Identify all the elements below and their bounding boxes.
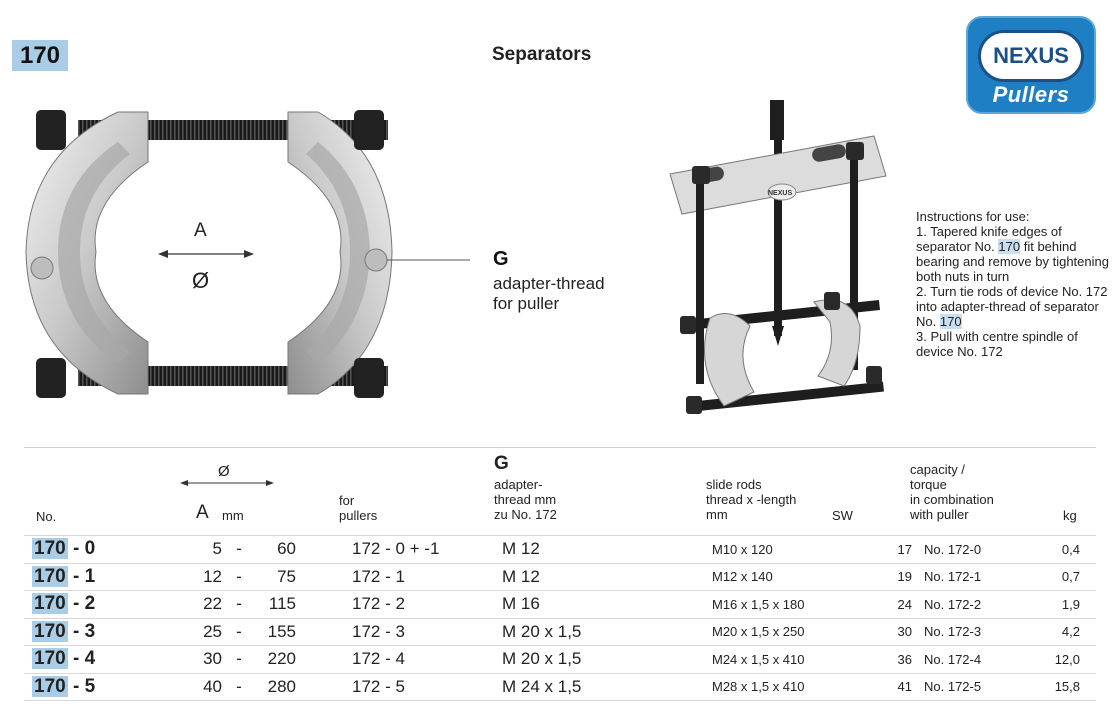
cell-sw: 24 [832,590,924,618]
cell-adapter: M 20 x 1,5 [502,617,712,646]
adapter-hole-right [364,248,388,272]
adapter-g-label: G [493,248,509,270]
cell-no: 170 - 0 [24,535,172,563]
header-capacity: capacity / torque in combination with pu… [910,462,994,522]
cell-adapter: M 24 x 1,5 [502,672,712,701]
cell-slide-rods: M20 x 1,5 x 250 [712,617,832,646]
crossbar-stamp: NEXUS [768,190,792,197]
instruction-step-1: 1. Tapered knife edges of separator No. … [916,224,1109,284]
cell-kg: 12,0 [1034,645,1096,673]
nut-bottom-right [354,358,384,398]
cell-puller: 172 - 1 [352,562,502,591]
header-slide-rods: slide rods thread x -length mm [706,477,797,522]
dimension-a-label: A [194,220,207,241]
page-number-badge: 170 [12,40,68,71]
cell-slide-rods: M16 x 1,5 x 180 [712,590,832,618]
diameter-symbol: Ø [192,268,210,293]
nut-top-left [36,110,66,150]
adapter-desc-line1: adapter-thread [493,274,605,293]
nut-top-right [354,110,384,150]
cell-sw: 17 [832,535,924,563]
instructions-heading: Instructions for use: [916,209,1030,224]
adapter-desc-line2: for puller [493,294,560,313]
header-a-unit: mm [222,508,244,523]
page-title: Separators [492,44,592,65]
instructions-block: Instructions for use: 1. Tapered knife e… [916,209,1116,359]
cell-sw: 36 [832,645,924,673]
step2-highlight-number: 170 [939,314,962,329]
cell-capacity: No. 172-2 [924,590,1034,618]
cell-sw: 41 [832,672,924,701]
cell-range: 40-280 [172,672,352,701]
header-g-letter: G [494,453,509,474]
header-a-letter: A [196,502,209,523]
puller-assembly-illustration: NEXUS [669,100,887,414]
cell-capacity: No. 172-5 [924,672,1034,701]
cell-puller: 172 - 3 [352,617,502,646]
separator-illustration [25,110,470,398]
cell-no: 170 - 4 [24,645,172,673]
header-adapter-thread: adapter- thread mm zu No. 172 [494,477,557,522]
cell-capacity: No. 172-1 [924,562,1034,591]
cell-kg: 0,4 [1034,535,1096,563]
cell-range: 12-75 [172,562,352,591]
header-kg: kg [1063,508,1077,523]
cell-adapter: M 16 [502,590,712,618]
adapter-hole-left [30,256,54,280]
cell-slide-rods: M28 x 1,5 x 410 [712,672,832,701]
cell-kg: 0,7 [1034,562,1096,591]
cell-puller: 172 - 2 [352,590,502,618]
section-divider [24,447,1096,448]
cell-puller: 172 - 4 [352,645,502,673]
tie-rod-left [696,184,704,384]
cell-slide-rods: M10 x 120 [712,535,832,563]
cell-puller: 172 - 0 + -1 [352,535,502,563]
cell-capacity: No. 172-3 [924,617,1034,646]
cell-range: 5-60 [172,535,352,563]
cell-range: 22-115 [172,590,352,618]
instruction-step-3: 3. Pull with centre spindle of device No… [916,329,1078,359]
cell-kg: 15,8 [1034,672,1096,701]
logo-bottom-text: Pullers [992,82,1070,107]
cell-kg: 4,2 [1034,617,1096,646]
header-diameter-arrow [180,480,274,486]
brand-logo: NEXUS Pullers [966,16,1096,114]
tie-rod-right [850,160,858,370]
cell-no: 170 - 5 [24,672,172,701]
cell-slide-rods: M12 x 140 [712,562,832,591]
cell-kg: 1,9 [1034,590,1096,618]
cell-capacity: No. 172-4 [924,645,1034,673]
cell-sw: 19 [832,562,924,591]
separator-half-left [25,111,149,395]
cell-slide-rods: M24 x 1,5 x 410 [712,645,832,673]
cell-range: 25-155 [172,617,352,646]
nut-bottom-left [36,358,66,398]
cell-puller: 172 - 5 [352,672,502,701]
cell-sw: 30 [832,617,924,646]
cell-range: 30-220 [172,645,352,673]
header-no: No. [36,509,57,524]
header-sw: SW [832,508,853,523]
adapter-thread-description: adapter-thread for puller [493,274,663,314]
cell-no: 170 - 3 [24,617,172,646]
cell-capacity: No. 172-0 [924,535,1034,563]
header-pullers: for pullers [339,493,378,523]
logo-top-text: NEXUS [978,30,1084,82]
cell-adapter: M 12 [502,535,712,563]
cell-adapter: M 12 [502,562,712,591]
step1-highlight-number: 170 [998,239,1021,254]
instruction-step-2: 2. Turn tie rods of device No. 172 into … [916,284,1108,329]
header-diameter: Ø [218,463,230,480]
separator-half-right [287,111,393,395]
cell-no: 170 - 1 [24,562,172,591]
cell-adapter: M 20 x 1,5 [502,645,712,673]
cell-no: 170 - 2 [24,590,172,618]
